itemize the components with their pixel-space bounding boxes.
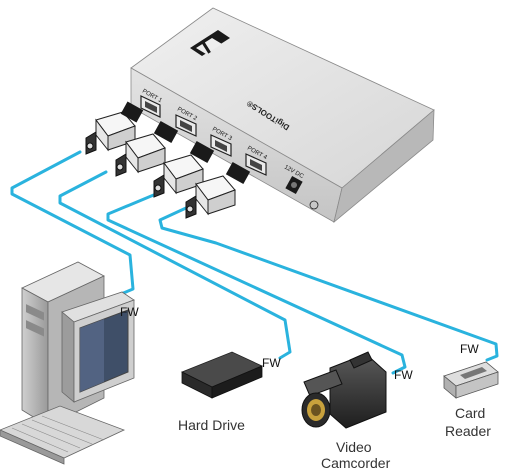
camcorder-label-line1: Video bbox=[336, 439, 372, 455]
camcorder-icon bbox=[301, 351, 387, 429]
cable-computer bbox=[10, 150, 135, 296]
cable-card-reader bbox=[158, 206, 499, 362]
firewire-plug-3 bbox=[153, 141, 215, 198]
hub-side bbox=[333, 109, 435, 224]
dc-polarity-icon bbox=[309, 200, 319, 210]
cable-hard-drive bbox=[58, 170, 292, 360]
card-reader-icon bbox=[443, 361, 499, 399]
hard-drive-icon bbox=[181, 351, 263, 399]
fw-label-camcorder: FW bbox=[394, 368, 413, 382]
fw-label-computer: FW bbox=[120, 305, 139, 319]
camcorder-label-line2: Camcorder bbox=[321, 455, 391, 471]
computer-icon bbox=[0, 261, 135, 465]
fw-label-hard-drive: FW bbox=[262, 356, 281, 370]
card-reader-label-line1: Card bbox=[455, 405, 486, 421]
kramer-logo-icon bbox=[190, 30, 230, 56]
card-reader-label-line2: Reader bbox=[445, 423, 491, 439]
firewire-cables bbox=[10, 150, 499, 375]
firewire-plug-4 bbox=[185, 162, 251, 219]
firewire-plug-2 bbox=[115, 121, 179, 177]
fw-label-card-reader: FW bbox=[460, 342, 479, 356]
firewire-hub: DigiTOOLS® PORT 1 PORT 2 PORT 3 PORT 4 1… bbox=[130, 7, 435, 224]
hard-drive-label: Hard Drive bbox=[178, 417, 245, 433]
cable-camcorder bbox=[106, 192, 407, 375]
